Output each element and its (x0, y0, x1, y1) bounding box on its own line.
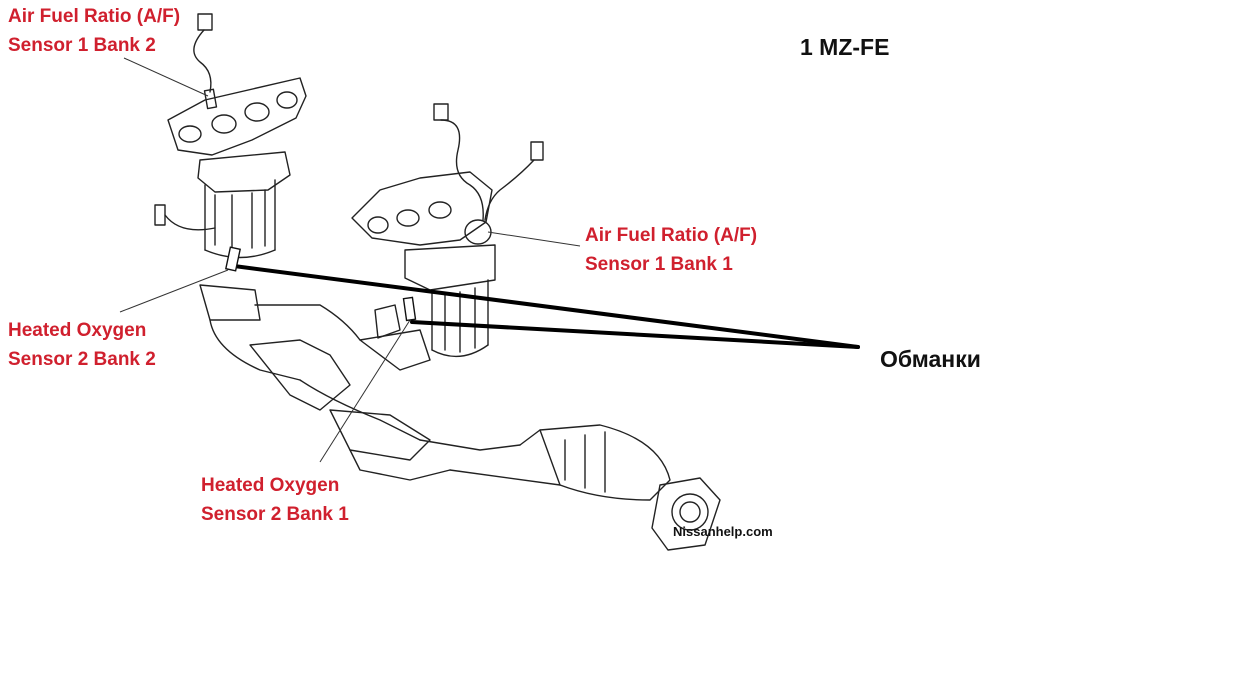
leader-ho2-bank1 (319, 319, 411, 463)
decoy-label: Обманки (880, 346, 981, 372)
af-sensor-bank2-wire (193, 13, 218, 110)
label-ho2-bank2-line1: Heated Oxygen (8, 320, 147, 341)
decoy-line-bank2 (232, 264, 860, 349)
af-sensor-bank1-wire (433, 103, 544, 221)
label-af-bank2-line1: Air Fuel Ratio (A/F) (8, 6, 181, 27)
decoy-pointer-lines (232, 264, 860, 349)
label-af-sensor-bank1: Air Fuel Ratio (A/F) Sensor 1 Bank 1 (585, 221, 757, 279)
leader-ho2-bank2 (119, 269, 229, 313)
sensor-bodies (224, 246, 417, 322)
front-y-pipe (199, 284, 521, 481)
label-ho2-bank1-line2: Sensor 2 Bank 1 (201, 504, 349, 525)
label-ho2-sensor-bank1: Heated Oxygen Sensor 2 Bank 1 (201, 471, 349, 529)
label-af-bank1-line2: Sensor 1 Bank 1 (585, 254, 733, 275)
label-af-sensor-bank2: Air Fuel Ratio (A/F) Sensor 1 Bank 2 (8, 2, 180, 60)
exhaust-manifold-bank2 (154, 77, 307, 259)
leader-af-bank1 (487, 231, 581, 247)
exhaust-manifold-bank1 (351, 171, 496, 358)
sensor-leader-lines (119, 57, 581, 463)
label-af-bank1-line1: Air Fuel Ratio (A/F) (585, 225, 758, 246)
leader-af-bank2 (123, 57, 209, 97)
label-ho2-bank1-line1: Heated Oxygen (201, 475, 340, 496)
decoy-line-bank1 (410, 320, 860, 349)
ho2-sensor-bank1-body (402, 296, 417, 322)
engine-title: 1 MZ-FE (800, 34, 890, 60)
label-ho2-sensor-bank2: Heated Oxygen Sensor 2 Bank 2 (8, 316, 156, 374)
rear-flange (651, 477, 721, 551)
label-af-bank2-line2: Sensor 1 Bank 2 (8, 35, 156, 56)
label-ho2-bank2-line2: Sensor 2 Bank 2 (8, 349, 156, 370)
main-catalytic-converter (449, 424, 671, 501)
ho2-sensor-bank2-body (224, 246, 242, 272)
watermark: Nissanhelp.com (673, 524, 773, 539)
